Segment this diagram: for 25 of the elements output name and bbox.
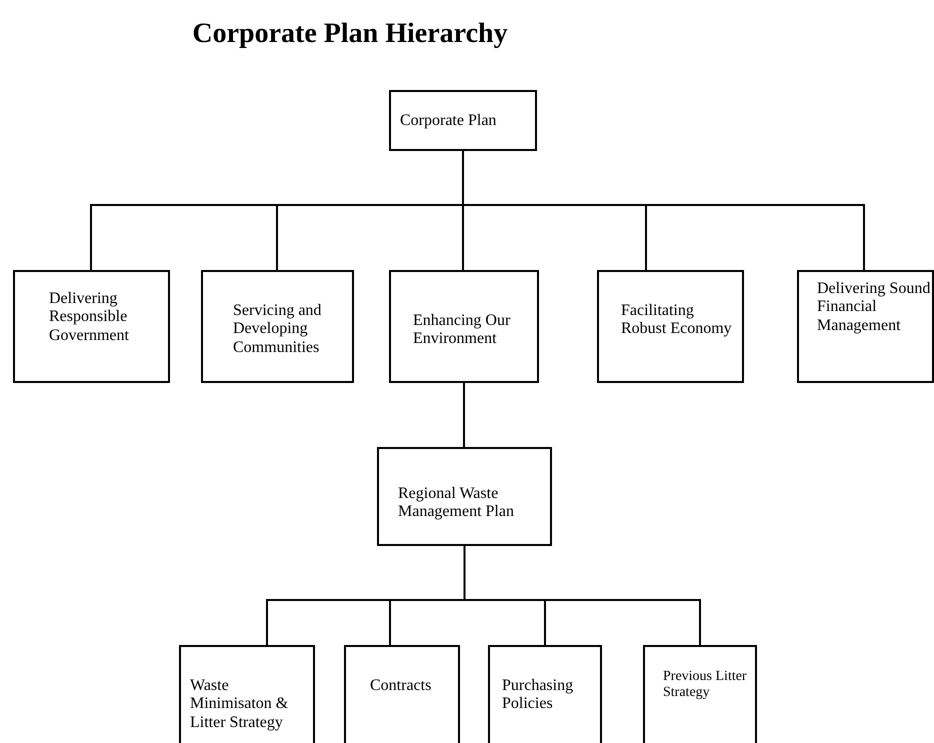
org-box — [179, 645, 315, 743]
org-box — [13, 270, 170, 383]
box-label: Enhancing Our Environment — [413, 312, 512, 349]
org-box — [377, 447, 552, 546]
org-box — [597, 270, 744, 383]
connector-line — [464, 546, 701, 645]
box-label: Waste Minimisaton & Litter Strategy — [190, 677, 290, 732]
box-label: Regional Waste Management Plan — [398, 485, 515, 522]
box-label: Previous Litter Strategy — [663, 669, 748, 702]
box-label: Contracts — [370, 677, 432, 696]
org-box — [389, 90, 537, 151]
org-box — [643, 645, 757, 743]
box-label: Delivering Responsible Government — [49, 290, 130, 346]
org-box — [389, 270, 539, 383]
diagram-title: Corporate Plan Hierarchy — [191, 18, 509, 50]
box-label: Corporate Plan — [400, 112, 496, 130]
box-label: Servicing and Developing Communities — [233, 302, 322, 358]
box-label: Delivering Sound Financial Management — [817, 280, 932, 336]
org-box — [344, 645, 460, 743]
box-label: Facilitating Robust Economy — [621, 302, 733, 339]
connector-line — [462, 383, 465, 448]
org-box — [201, 270, 354, 383]
org-box — [797, 270, 934, 383]
box-label: Purchasing Policies — [502, 677, 574, 714]
org-box — [488, 645, 602, 743]
